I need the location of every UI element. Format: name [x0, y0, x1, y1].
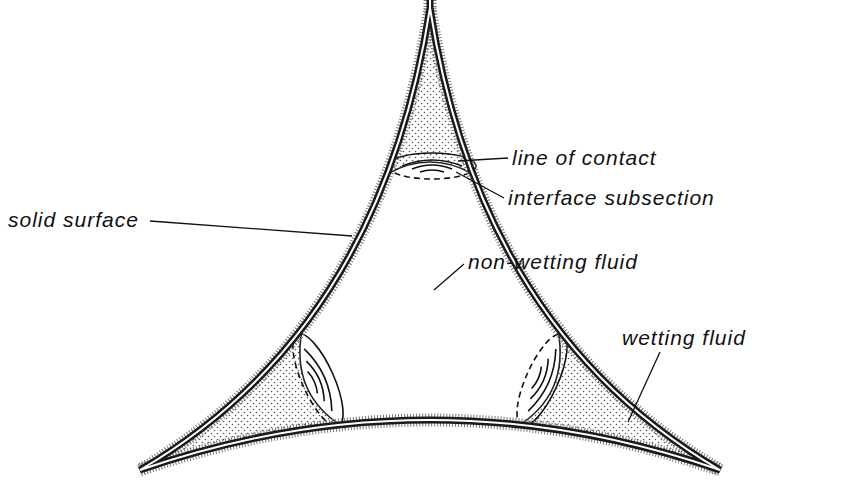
callout-label: solid surface: [8, 208, 139, 231]
callout-label: wetting fluid: [622, 326, 746, 349]
solid-surface: [140, 0, 720, 470]
callout-label: line of contact: [512, 146, 657, 169]
callout-label: interface subsection: [508, 186, 715, 209]
callout-label: non-wetting fluid: [468, 250, 638, 273]
